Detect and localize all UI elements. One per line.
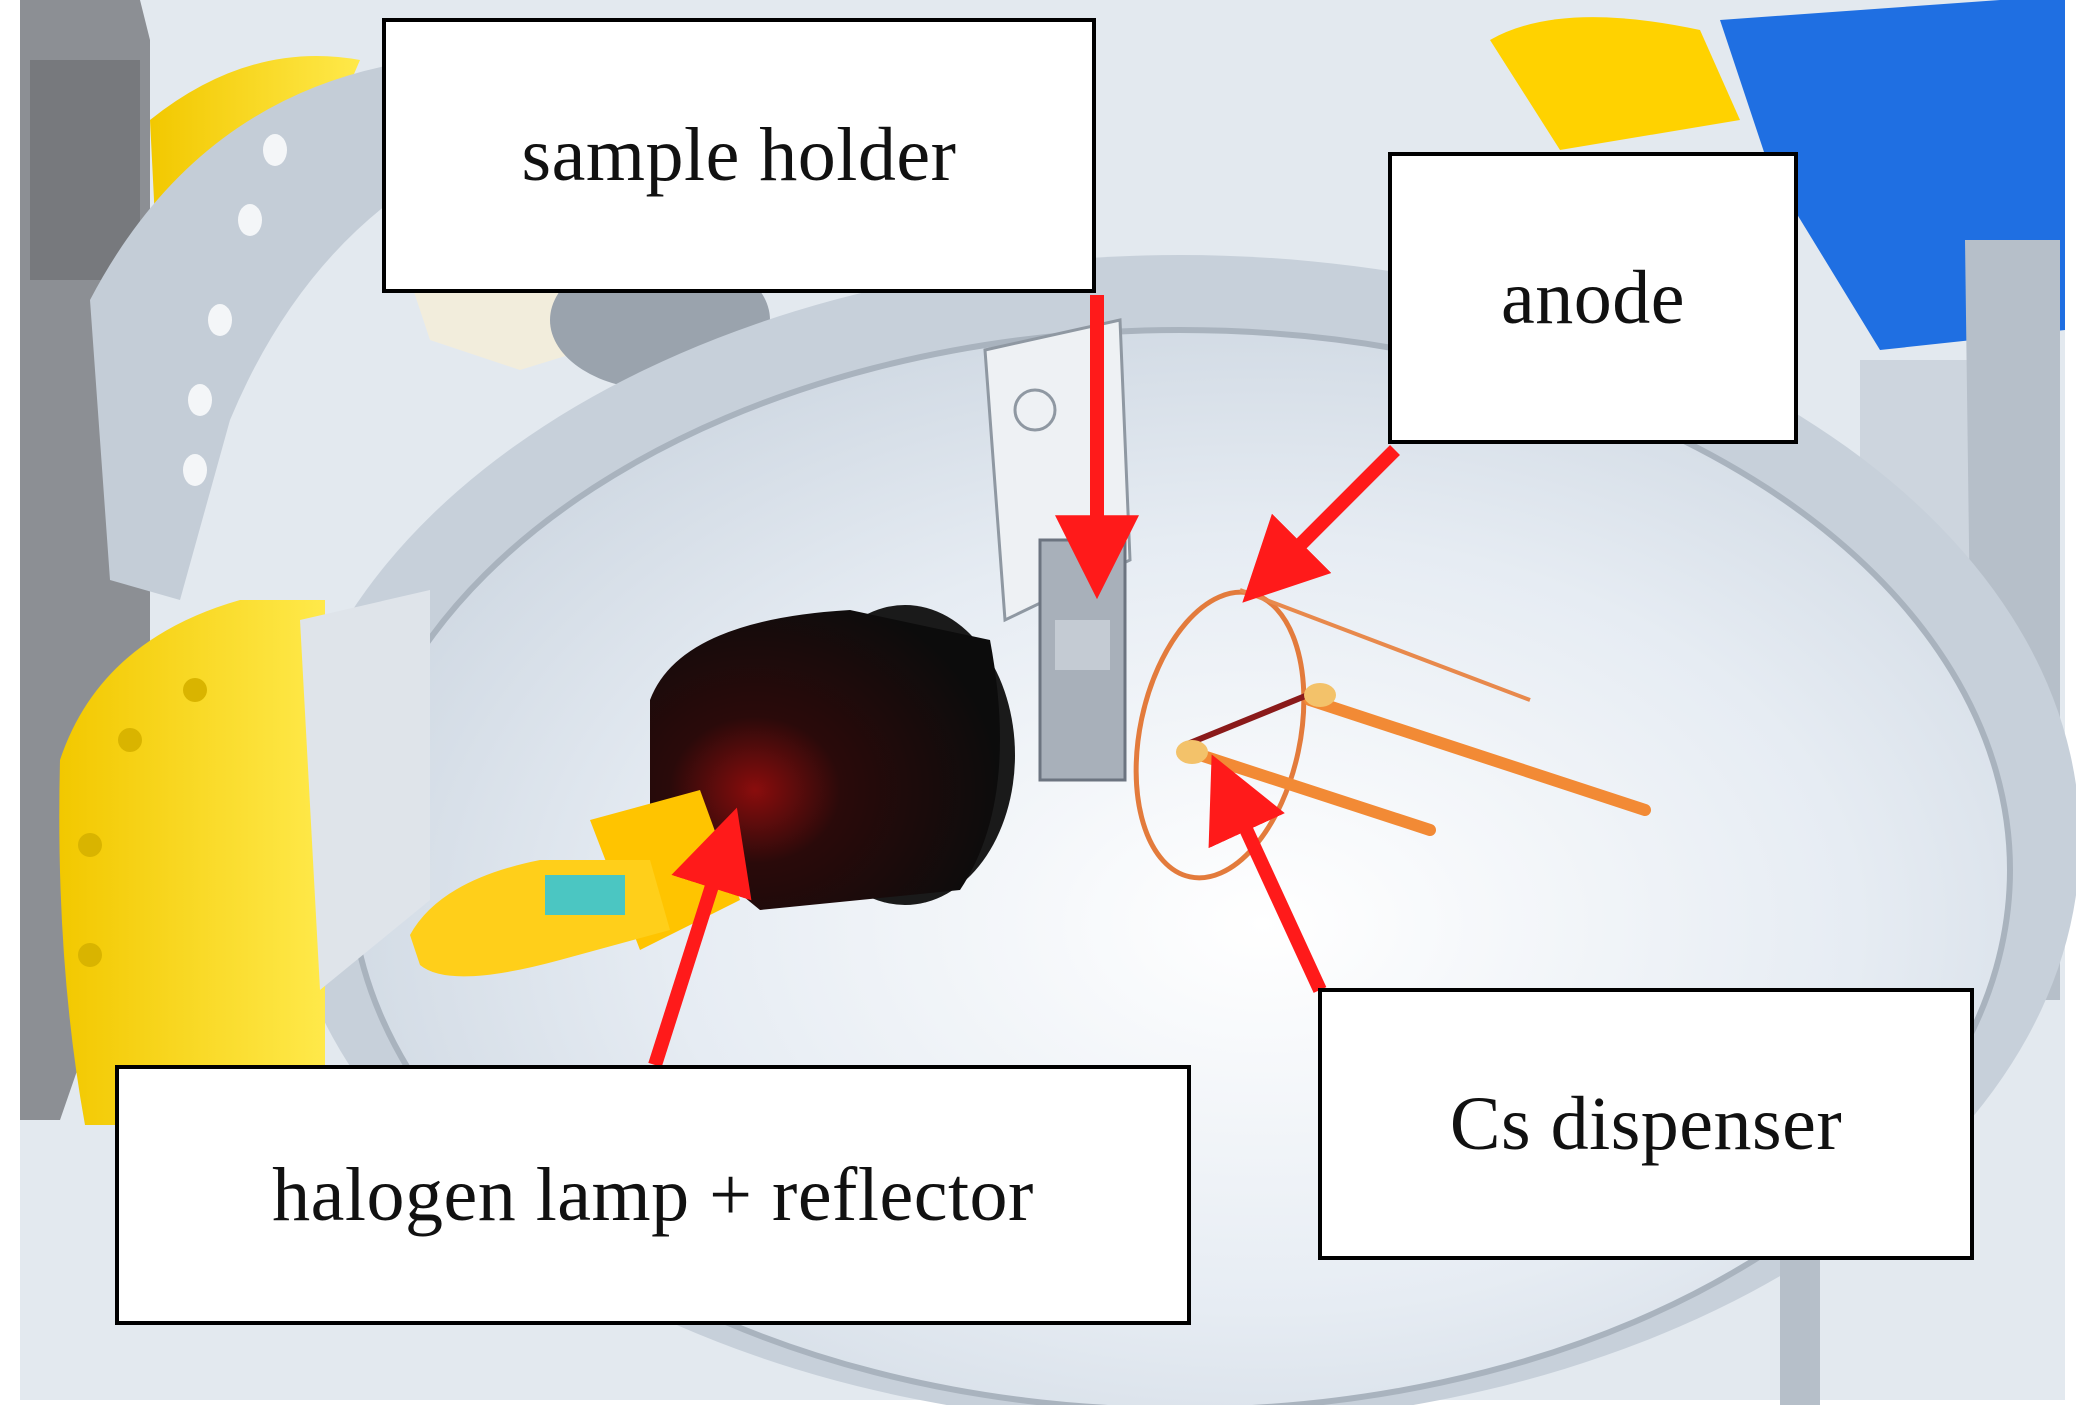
arrow-cs-dispenser bbox=[1208, 754, 1327, 993]
top-right-yellow-flange bbox=[1490, 17, 1740, 151]
bracket-hole bbox=[1013, 388, 1057, 432]
dispenser-tip-1 bbox=[1304, 683, 1336, 707]
sample-holder-label-text: sample holder bbox=[521, 113, 957, 197]
left-pipe-fitting bbox=[30, 60, 140, 280]
halogen-lamp-label: halogen lamp + reflector bbox=[115, 1065, 1191, 1325]
anode-lead bbox=[1239, 588, 1531, 702]
dispenser-tip-2 bbox=[1176, 740, 1208, 764]
lamp-port bbox=[300, 590, 430, 990]
cs-dispenser-label: Cs dispenser bbox=[1318, 988, 1974, 1260]
cs-dispenser-label-text: Cs dispenser bbox=[1449, 1081, 1843, 1166]
flange-bolt-holes bbox=[183, 134, 287, 486]
bottom-port bbox=[1780, 1250, 1820, 1405]
sample-holder-clamp bbox=[1055, 620, 1110, 670]
left-flange-ring bbox=[90, 60, 560, 600]
halogen-lamp-label-text: halogen lamp + reflector bbox=[272, 1152, 1034, 1237]
anode-label: anode bbox=[1388, 152, 1798, 444]
cs-dispenser-rod-1 bbox=[1304, 694, 1651, 816]
sample-holder-label: sample holder bbox=[382, 18, 1096, 293]
dispenser-bridge bbox=[1183, 687, 1322, 748]
lamp-connector bbox=[545, 875, 625, 915]
anode-label-text: anode bbox=[1501, 255, 1685, 340]
lamp-flange-holes bbox=[78, 678, 207, 967]
arrow-halogen-lamp bbox=[648, 807, 752, 1068]
arrow-anode bbox=[1242, 445, 1400, 603]
